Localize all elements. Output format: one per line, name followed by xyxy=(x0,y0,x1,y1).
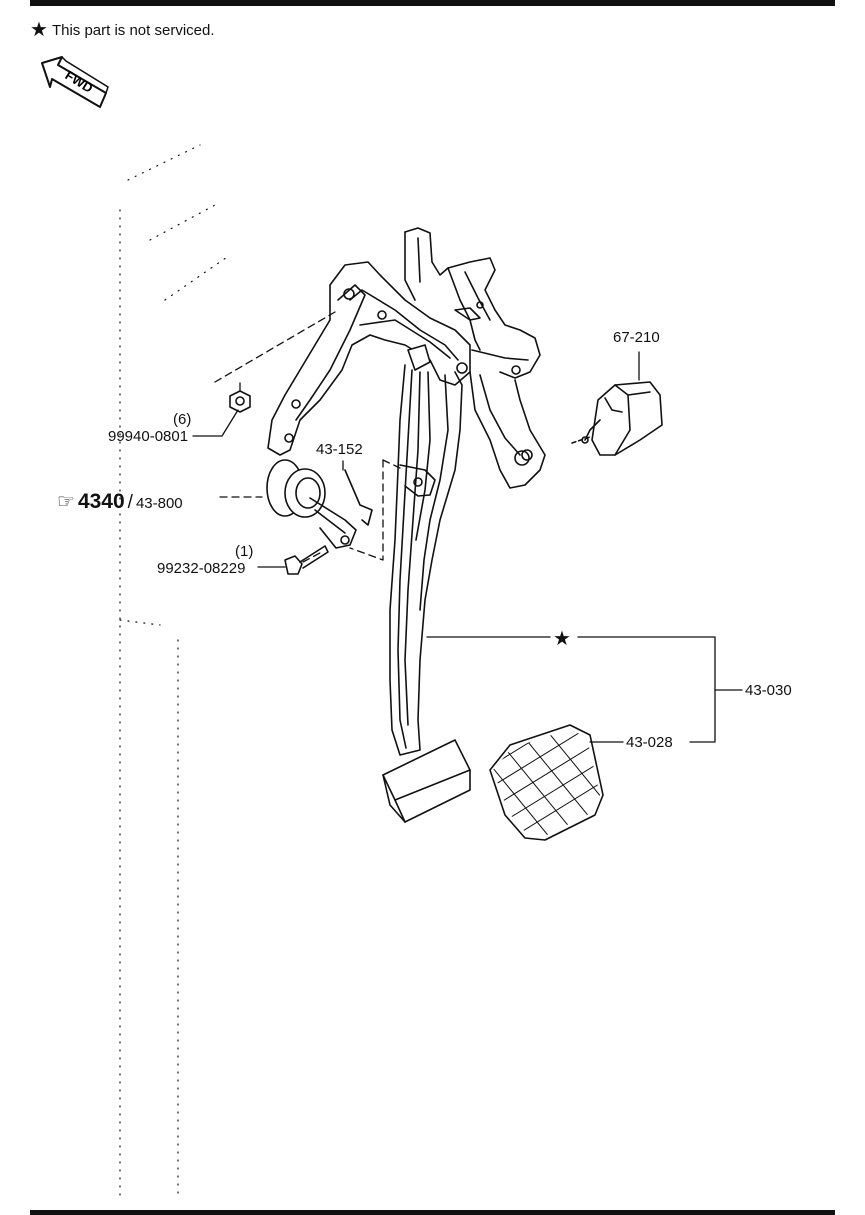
nut-99940-0801 xyxy=(229,390,251,413)
label-nut-qty: (6) xyxy=(173,411,192,428)
label-43-800: 43-800 xyxy=(135,495,183,512)
label-43-152: 43-152 xyxy=(316,441,363,458)
pointing-hand-icon: ☞ xyxy=(57,491,75,513)
ref-link-4340[interactable]: ☞ 4340 / 43-800 xyxy=(57,489,183,514)
bolt-99232-08229 xyxy=(284,545,329,575)
label-67-210: 67-210 xyxy=(613,329,660,346)
dashed-leaders xyxy=(214,311,401,563)
star-marker-icon: ★ xyxy=(553,628,571,650)
master-cylinder-boot xyxy=(266,459,357,549)
brake-switch xyxy=(571,381,663,456)
service-note-text: This part is not serviced. xyxy=(51,21,215,39)
pedal-pad-on-arm xyxy=(382,739,471,823)
label-43-028: 43-028 xyxy=(626,734,673,751)
clip-43-152 xyxy=(344,469,373,526)
service-note: ★ This part is not serviced. xyxy=(30,20,215,40)
label-43-030: 43-030 xyxy=(745,682,792,699)
pedal-pad-43-028 xyxy=(489,724,604,841)
top-border xyxy=(30,0,835,6)
fwd-arrow-icon: FWD xyxy=(41,55,109,108)
pedal-bracket xyxy=(267,227,546,489)
solid-leaders xyxy=(192,351,743,743)
guide-dots xyxy=(119,144,231,1201)
star-icon: ★ xyxy=(30,19,48,41)
bottom-border xyxy=(30,1210,835,1215)
pedal-arm xyxy=(389,344,463,756)
label-bolt-qty: (1) xyxy=(235,543,254,560)
label-99940-0801: 99940-0801 xyxy=(108,428,189,445)
label-99232-08229: 99232-08229 xyxy=(157,560,246,577)
ref-slash: / xyxy=(127,492,133,513)
ref-page-number[interactable]: 4340 xyxy=(77,490,125,513)
